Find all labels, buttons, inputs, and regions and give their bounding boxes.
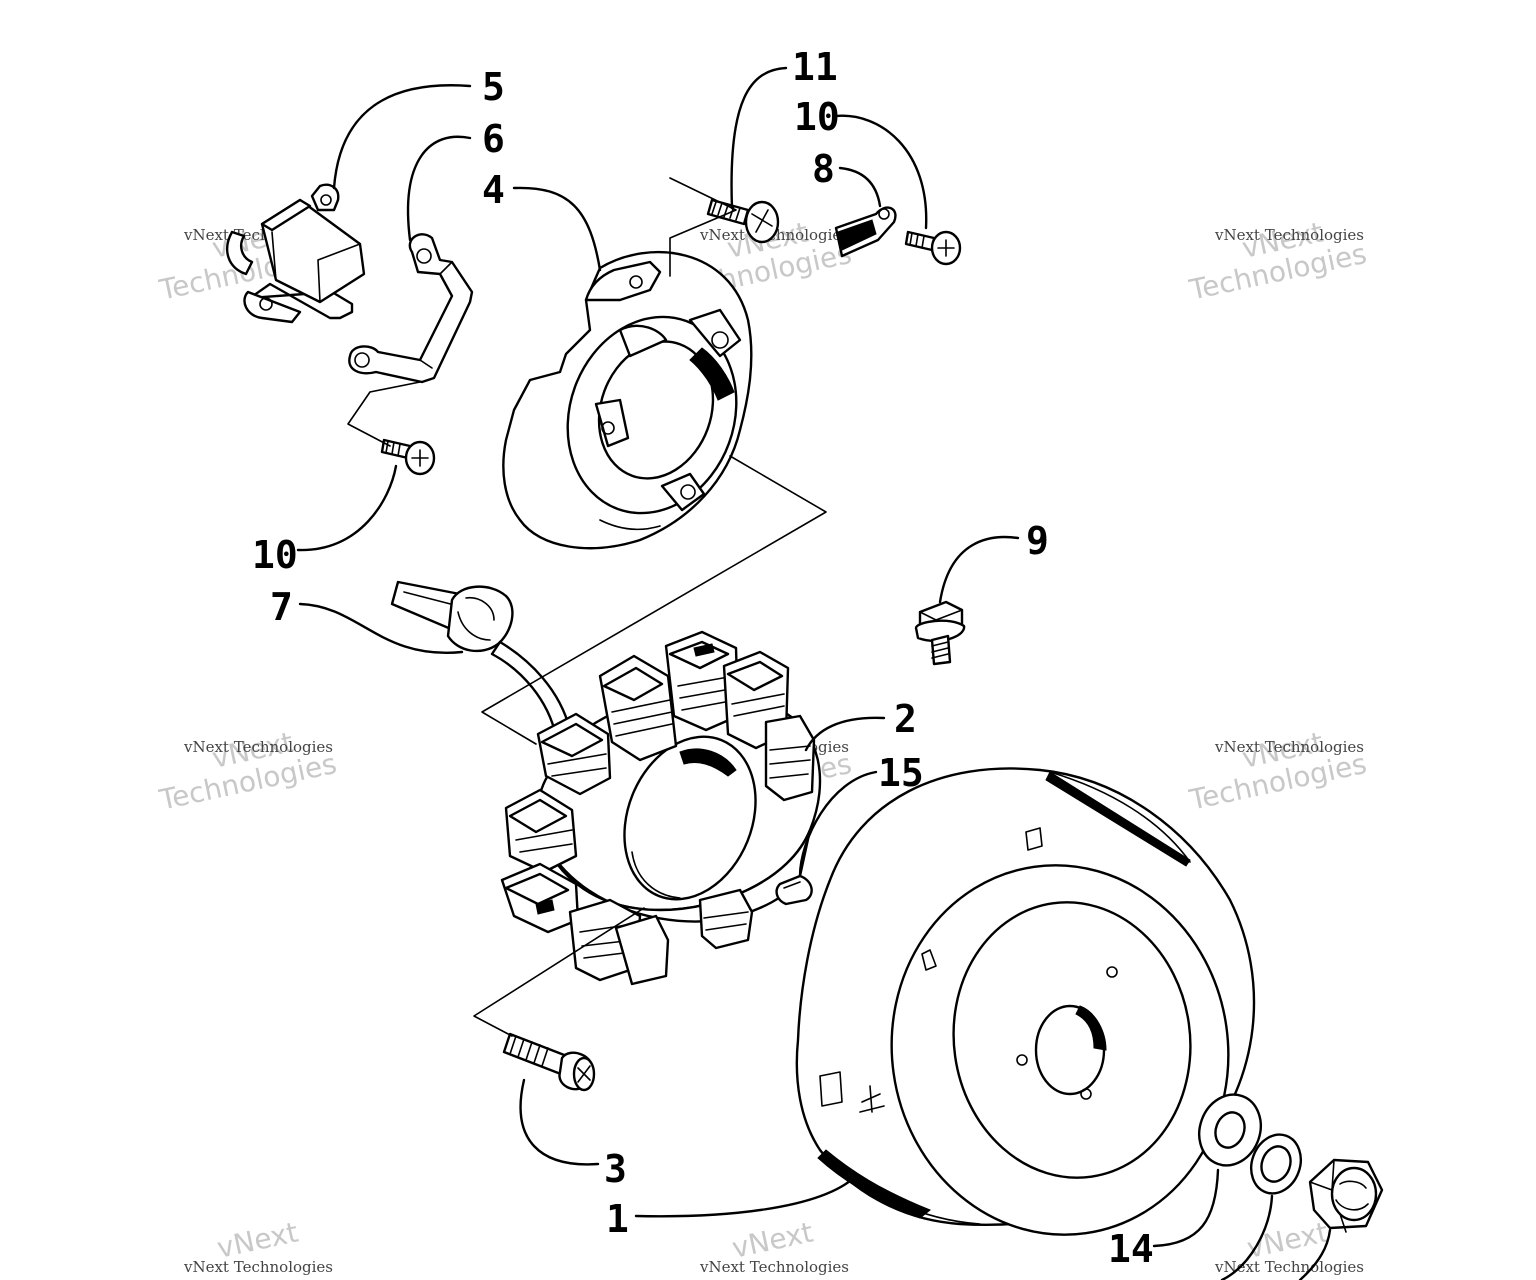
callout-1: 1 xyxy=(606,1197,629,1241)
watermark-small: vNext Technologies xyxy=(183,1258,333,1276)
leader-lines xyxy=(296,66,1332,1280)
part-screw-11 xyxy=(706,198,780,244)
callout-10-top: 10 xyxy=(794,95,840,139)
watermark: vNext Technologies xyxy=(156,726,340,817)
part-flywheel xyxy=(795,767,1256,1236)
callout-11: 11 xyxy=(792,45,838,89)
callout-2: 2 xyxy=(894,697,917,741)
callout-6: 6 xyxy=(482,117,505,161)
callout-5: 5 xyxy=(482,65,505,109)
part-stator-coil xyxy=(500,630,822,986)
part-flange-bolt xyxy=(914,600,966,666)
watermark-small: vNext Technologies xyxy=(1214,1258,1364,1276)
callout-8: 8 xyxy=(812,147,835,191)
part-stator-plate xyxy=(502,250,753,550)
callout-10-left: 10 xyxy=(252,533,298,577)
watermark-small: vNext Technologies xyxy=(1214,738,1364,756)
part-clamp xyxy=(834,206,897,258)
callout-15: 15 xyxy=(878,751,924,795)
callout-9: 9 xyxy=(1026,519,1049,563)
part-screw-10-left xyxy=(380,438,436,476)
watermark-small: vNext Technologies xyxy=(183,738,333,756)
callout-7: 7 xyxy=(270,585,293,629)
part-woodruff-key xyxy=(775,874,813,906)
part-screw-10-top xyxy=(904,230,962,266)
part-cap-screw xyxy=(502,1032,596,1092)
watermark-small: vNext Technologies xyxy=(1214,226,1364,244)
callout-4: 4 xyxy=(482,168,505,212)
part-wire-harness xyxy=(390,580,572,738)
part-bracket xyxy=(348,233,474,384)
watermark: vNext Technologies xyxy=(1186,726,1370,817)
callout-3: 3 xyxy=(604,1147,627,1191)
alignment-lines xyxy=(347,177,827,1037)
part-washers-nut xyxy=(1198,1093,1384,1233)
watermark: vNext Technologies xyxy=(1186,216,1370,307)
callouts: 5 6 4 11 10 8 10 7 9 2 15 3 1 14 xyxy=(252,45,1154,1271)
part-ignition-module xyxy=(226,183,366,324)
callout-14: 14 xyxy=(1108,1227,1154,1271)
watermark-small: vNext Technologies xyxy=(699,1258,849,1276)
